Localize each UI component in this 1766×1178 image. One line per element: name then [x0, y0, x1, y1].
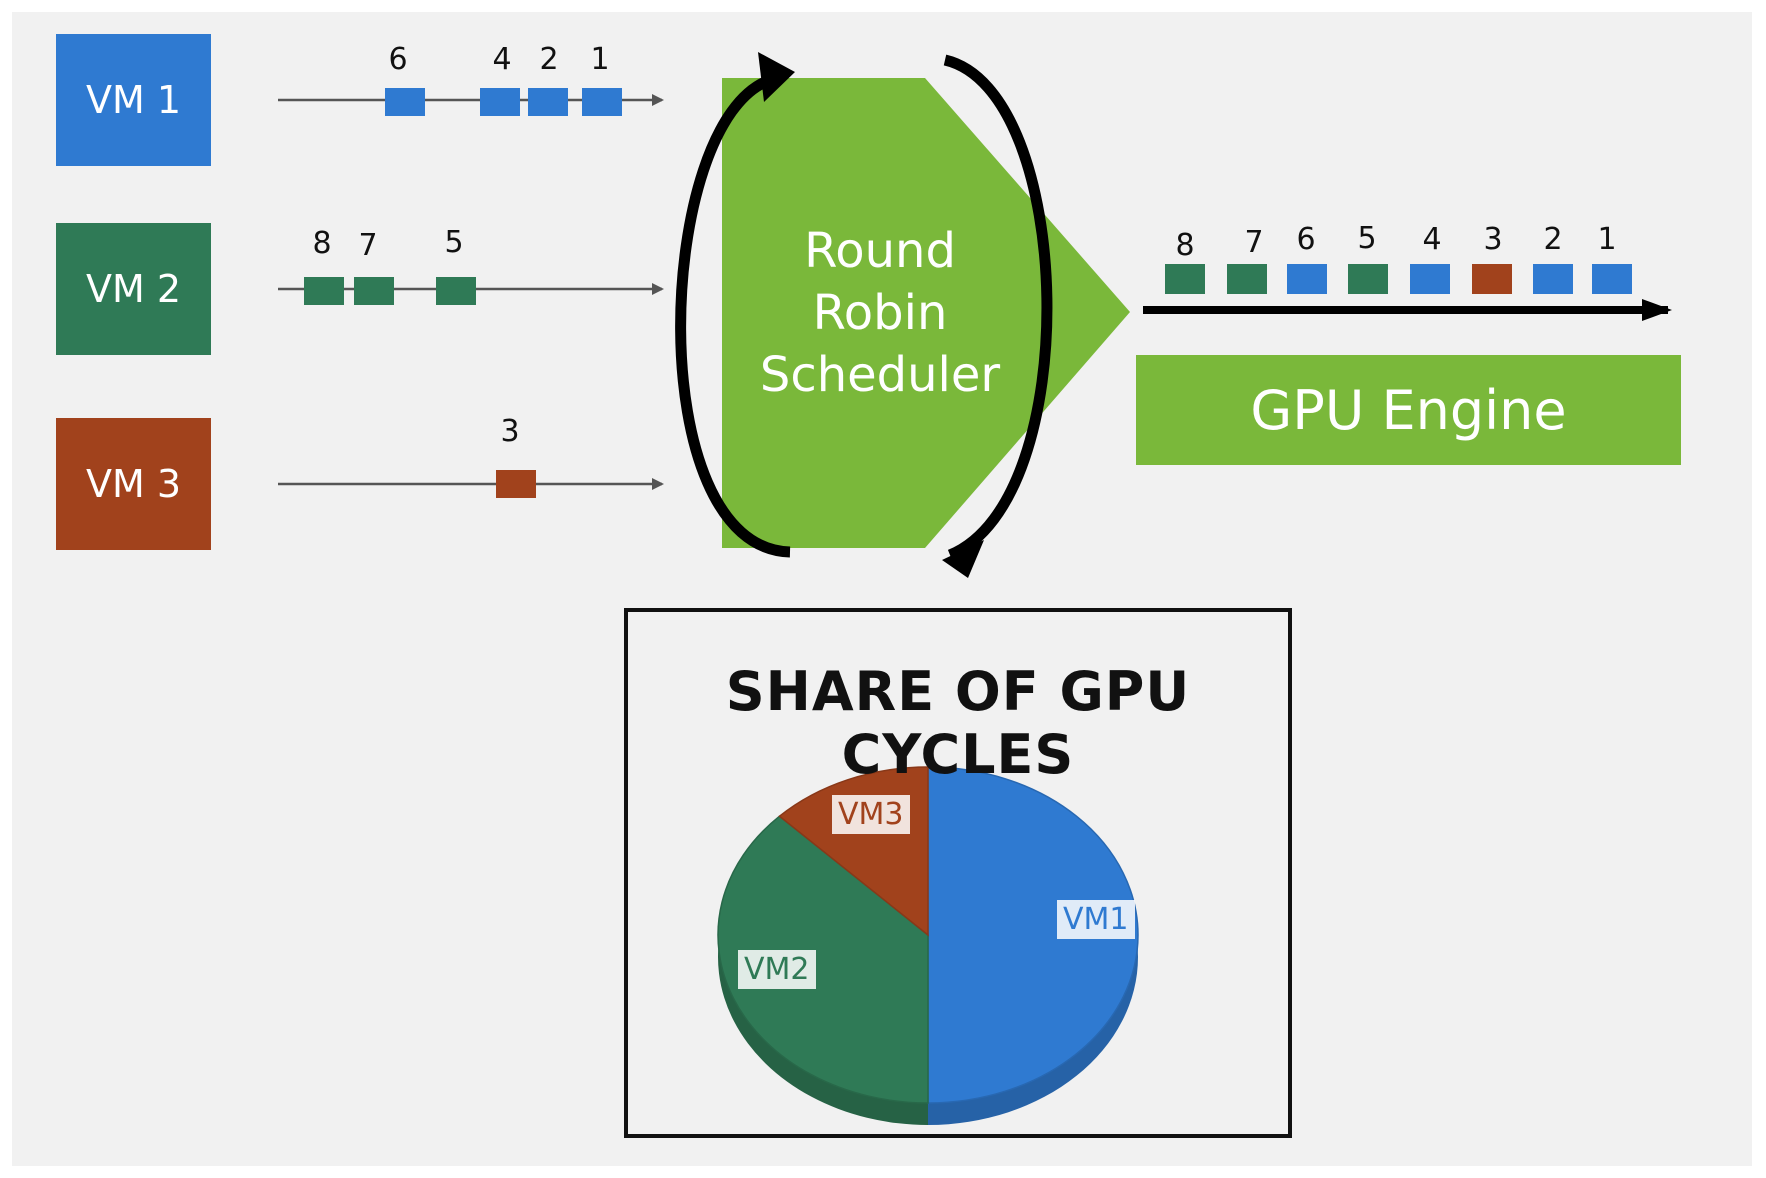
- output-job-number: 3: [1483, 222, 1503, 257]
- output-job-number: 1: [1597, 222, 1617, 257]
- pie-label-vm1: VM1: [1057, 900, 1135, 939]
- chart-title: SHARE OF GPU CYCLES: [725, 660, 1191, 786]
- pie-slice-vm1: [927, 766, 1139, 1104]
- vm2-job-number: 8: [312, 226, 332, 261]
- vm1-job-number: 1: [590, 42, 610, 77]
- output-job-number: 8: [1175, 228, 1195, 263]
- output-job-block: [1287, 264, 1327, 294]
- scheduler-label: Round Robin Scheduler: [759, 223, 1001, 403]
- chart-frame: [624, 608, 1292, 1138]
- vm1-job-block: [480, 88, 520, 116]
- output-job-number: 7: [1244, 225, 1264, 260]
- pie-slice-vm2: [717, 815, 929, 1104]
- vm2-job-number: 5: [444, 225, 464, 260]
- vm3-job-number: 3: [500, 414, 520, 449]
- output-job-block: [1533, 264, 1573, 294]
- vm3-label: VM 3: [85, 462, 182, 506]
- vm2-job-block: [304, 277, 344, 305]
- vm1-job-number: 2: [539, 42, 559, 77]
- vm1-job-number: 4: [492, 42, 512, 77]
- vm1-job-number: 6: [388, 42, 408, 77]
- vm3-box: VM 3: [56, 418, 211, 550]
- gpu-engine-label: GPU Engine: [1250, 378, 1567, 442]
- rotation-arrow-left: [675, 74, 791, 558]
- round-robin-scheduler-shape: [722, 78, 1130, 548]
- vm2-job-number: 7: [358, 228, 378, 263]
- vm1-job-block: [582, 88, 622, 116]
- output-job-number: 5: [1357, 221, 1377, 256]
- output-job-blocks: [1165, 264, 1632, 294]
- vm1-label: VM 1: [85, 78, 182, 122]
- vm1-box: VM 1: [56, 34, 211, 166]
- rotation-arrowhead-right: [942, 540, 984, 578]
- output-job-block: [1165, 264, 1205, 294]
- vm2-label: VM 2: [85, 267, 182, 311]
- output-job-number: 4: [1422, 222, 1442, 257]
- output-job-block: [1592, 264, 1632, 294]
- vm1-job-block: [528, 88, 568, 116]
- vm1-job-block: [385, 88, 425, 116]
- output-job-block: [1227, 264, 1267, 294]
- output-job-block: [1410, 264, 1450, 294]
- output-job-number: 6: [1296, 222, 1316, 257]
- pie-label-vm3: VM3: [832, 795, 910, 834]
- vm2-job-block: [436, 277, 476, 305]
- vm2-job-block: [354, 277, 394, 305]
- pie-label-vm2: VM2: [738, 950, 816, 989]
- vm3-job-block: [496, 470, 536, 498]
- output-job-block: [1348, 264, 1388, 294]
- gpu-engine-box: GPU Engine: [1136, 355, 1681, 465]
- vm2-box: VM 2: [56, 223, 211, 355]
- rotation-arrowhead-left: [758, 52, 795, 102]
- rotation-arrow-right: [943, 54, 1053, 561]
- output-job-number: 2: [1543, 222, 1563, 257]
- output-job-block: [1472, 264, 1512, 294]
